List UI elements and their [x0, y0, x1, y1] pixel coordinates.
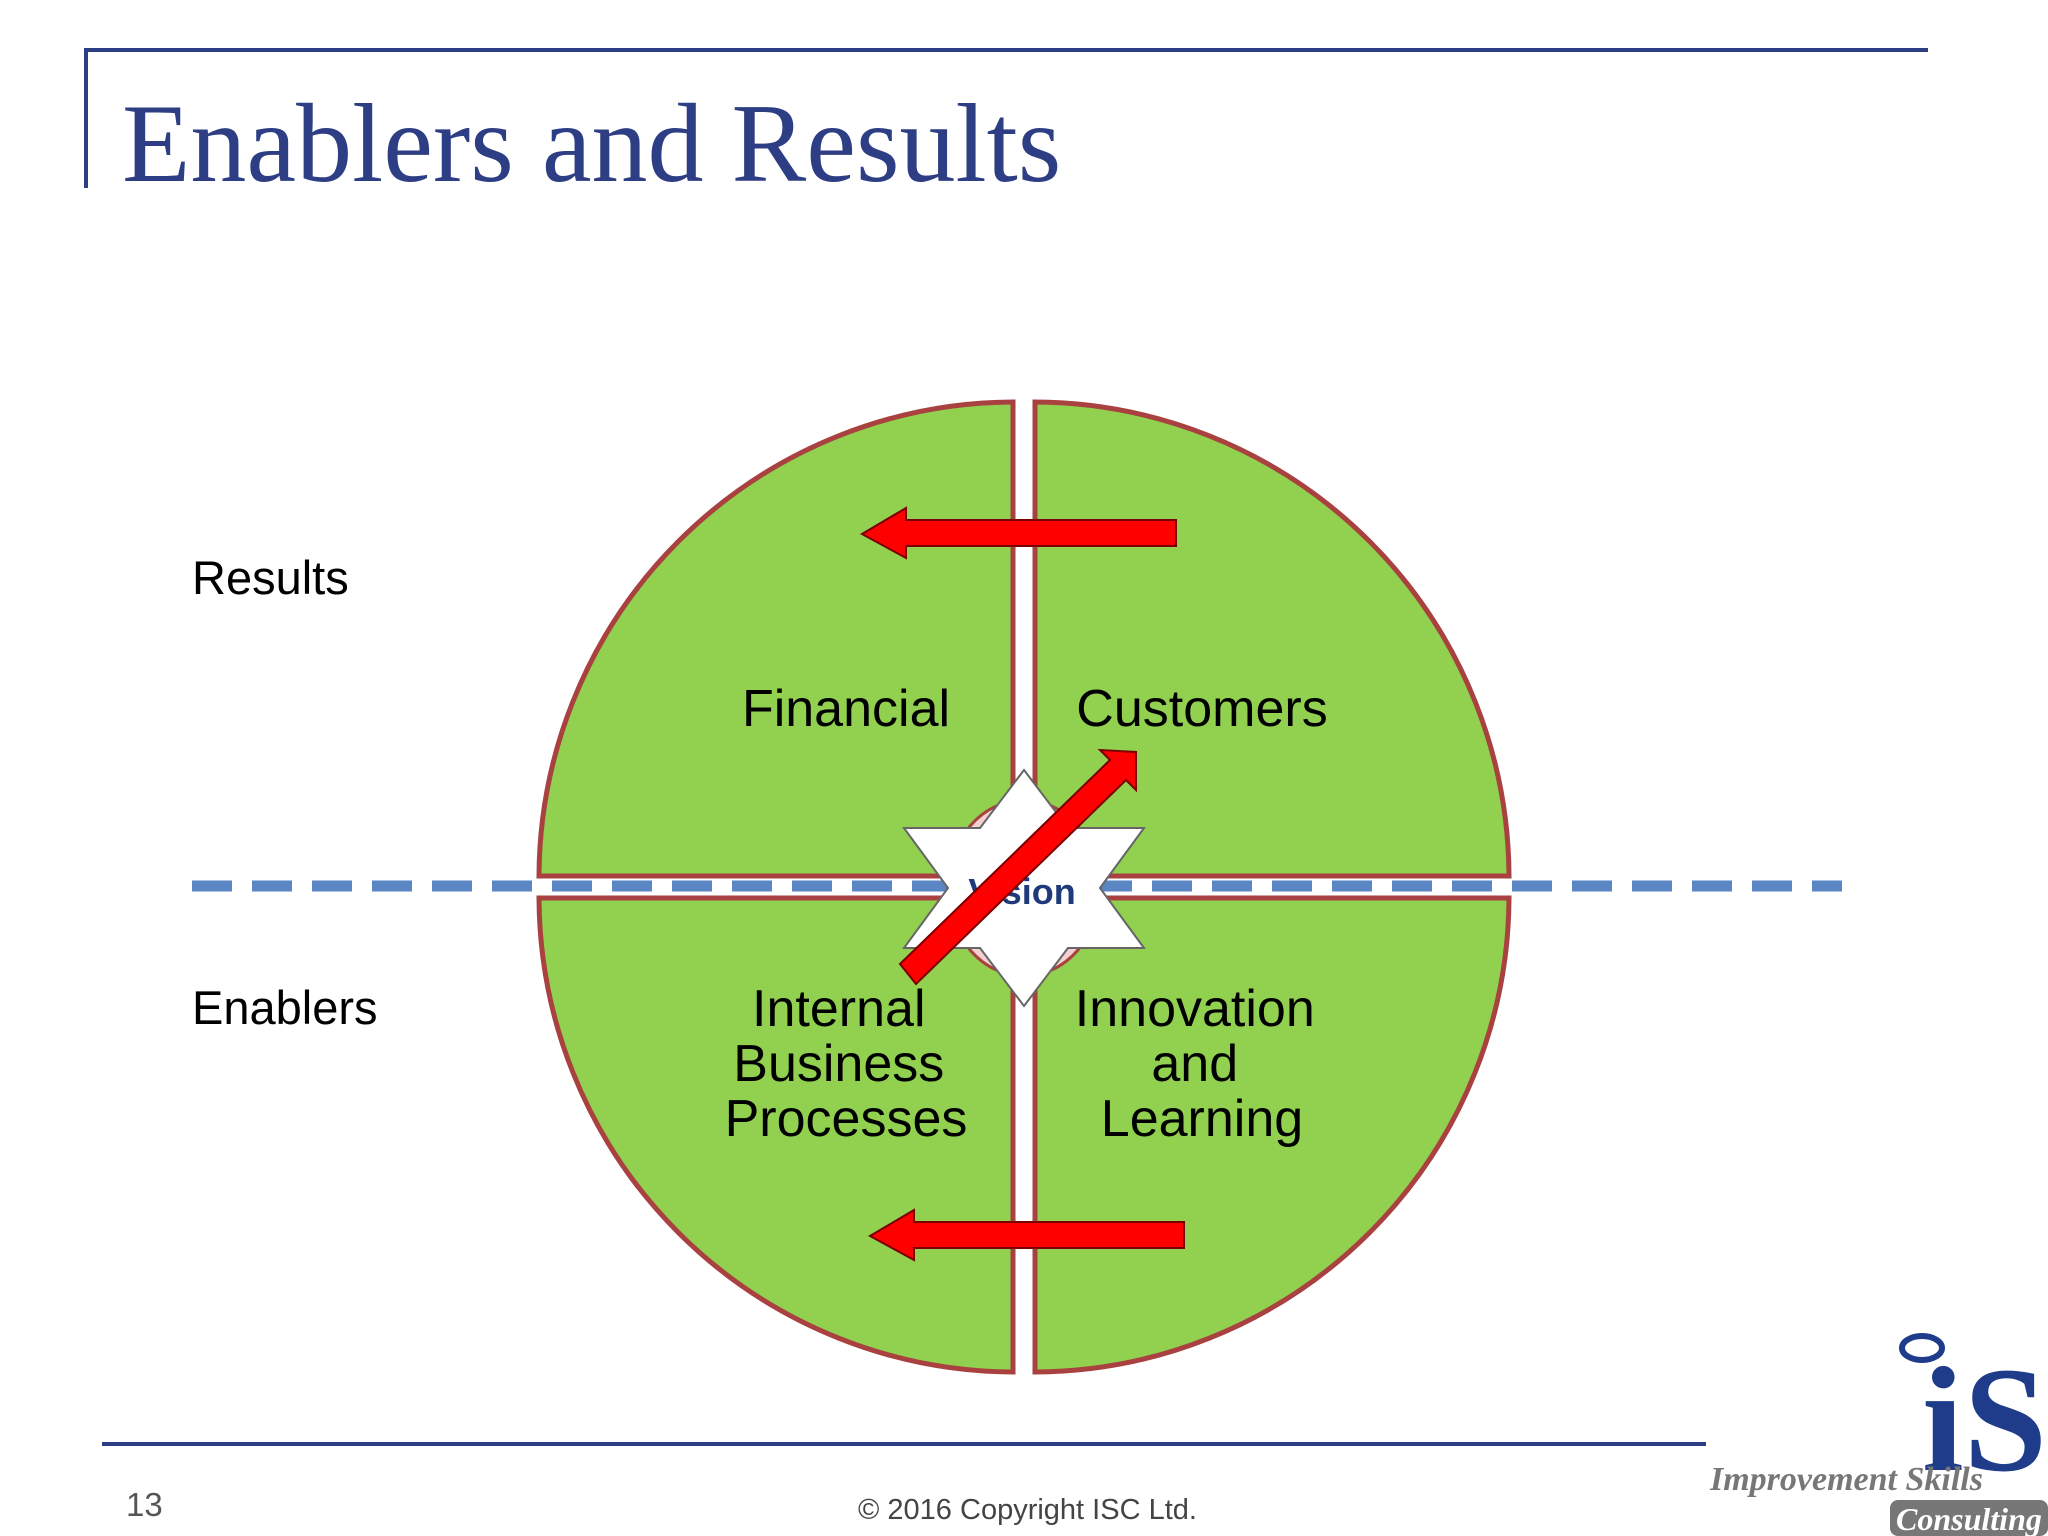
quadrant-bottom-left	[536, 895, 1016, 1375]
label-financial: Financial	[742, 680, 950, 738]
label-innovation-and-learning: Innovation and Learning	[1075, 980, 1329, 1148]
slide-title: Enablers and Results	[122, 82, 1062, 206]
vision-star-icon	[902, 768, 1146, 1008]
copyright-notice: © 2016 Copyright ISC Ltd.	[858, 1494, 1197, 1526]
enablers-label: Enablers	[192, 981, 378, 1034]
logo-line1: Improvement Skills	[1709, 1461, 1983, 1498]
label-customers: Customers	[1076, 680, 1327, 738]
arrow-customers-to-financial-icon	[859, 506, 1177, 560]
arrow-innovation-to-internal-icon	[867, 1208, 1185, 1262]
quadrant-top-left	[536, 399, 1016, 879]
logo-mark: iS	[1922, 1337, 2047, 1503]
quadrant-top-right	[1032, 399, 1512, 879]
logo-line2-band	[1890, 1500, 2048, 1536]
logo-swirl-icon	[1899, 1333, 1945, 1363]
quadrant-bottom-right	[1032, 895, 1512, 1375]
results-label: Results	[192, 551, 349, 604]
title-frame-left-rule	[84, 48, 88, 188]
label-internal-business-processes: Internal Business Processes	[725, 980, 968, 1148]
title-frame-top-rule	[84, 48, 1928, 52]
footer-rule	[102, 1442, 1706, 1446]
arrow-internal-to-customers-icon	[898, 748, 1137, 986]
isc-logo: iS Improvement Skills Consulting	[1709, 1333, 2048, 1536]
logo-line2: Consulting	[1896, 1501, 2042, 1536]
page-number: 13	[126, 1486, 163, 1523]
